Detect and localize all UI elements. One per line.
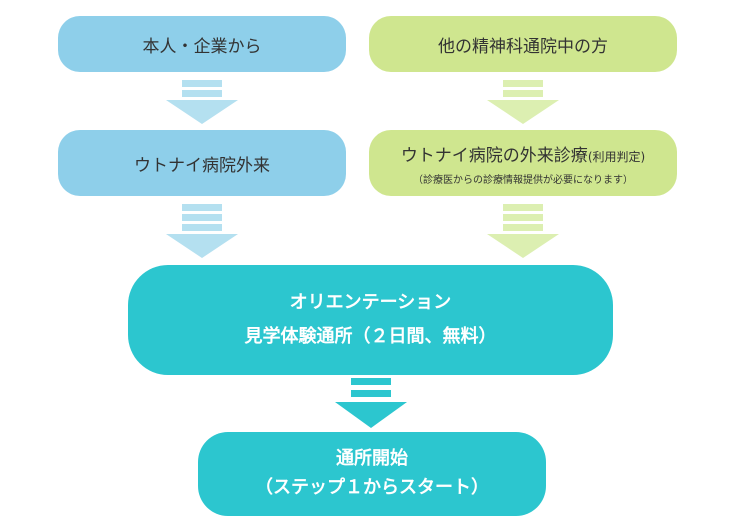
node-orientation: オリエンテーション 見学体験通所（２日間、無料）	[128, 265, 613, 375]
node-orientation-line1: オリエンテーション	[289, 291, 452, 313]
arrow-down-icon	[166, 204, 238, 258]
node-utonai-diagnosis-small-label: (利用判定)	[587, 149, 646, 164]
arrow-down-icon	[166, 80, 238, 124]
arrow-down-icon	[335, 378, 407, 430]
node-utonai-diagnosis-note: （診療医からの診療情報提供が必要になります）	[413, 174, 633, 186]
node-utonai-outpatient: ウトナイ病院外来	[58, 130, 346, 196]
node-utonai-outpatient-label: ウトナイ病院外来	[134, 155, 270, 176]
node-utonai-diagnosis-label: ウトナイ病院の外来診療	[400, 145, 588, 166]
node-self-company: 本人・企業から	[58, 16, 346, 72]
arrow-down-icon	[487, 204, 559, 258]
node-start-line2: （ステップ１からスタート）	[255, 477, 489, 498]
node-self-company-label: 本人・企業から	[142, 36, 262, 57]
node-other-clinic-label: 他の精神科通院中の方	[438, 36, 608, 57]
node-utonai-diagnosis-title: ウトナイ病院の外来診療(利用判定)	[401, 141, 645, 166]
node-orientation-line2: 見学体験通所（２日間、無料）	[244, 326, 497, 347]
node-start: 通所開始 （ステップ１からスタート）	[198, 432, 546, 516]
node-other-clinic: 他の精神科通院中の方	[369, 16, 677, 72]
node-utonai-diagnosis: ウトナイ病院の外来診療(利用判定) （診療医からの診療情報提供が必要になります）	[369, 130, 677, 196]
node-start-line1: 通所開始	[336, 448, 408, 470]
arrow-down-icon	[487, 80, 559, 124]
